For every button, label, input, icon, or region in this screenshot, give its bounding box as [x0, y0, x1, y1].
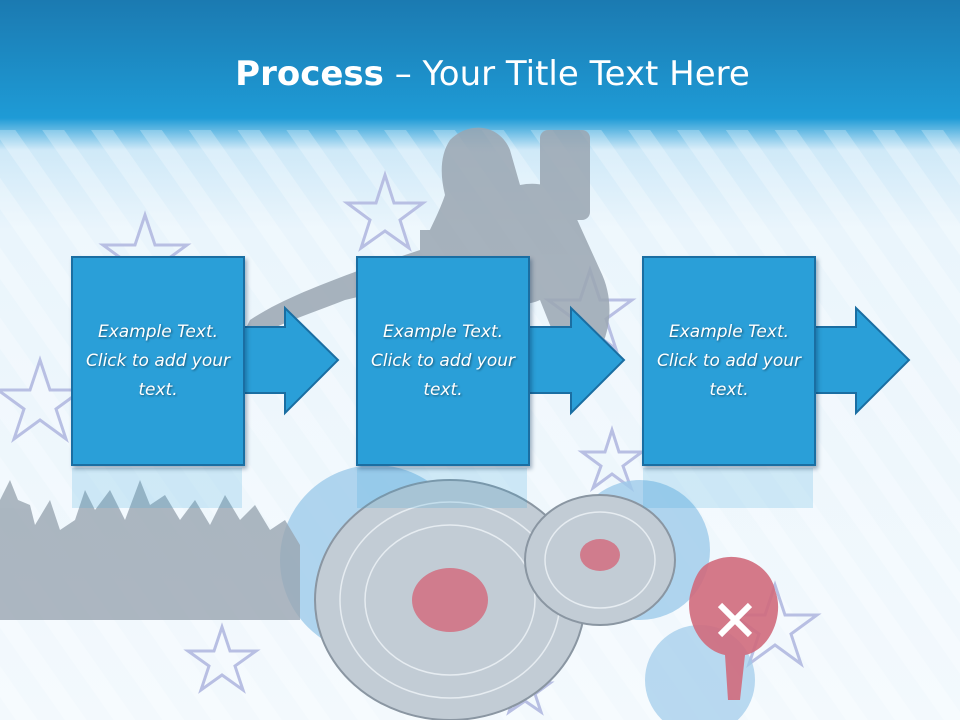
- title-rest: Your Title Text Here: [422, 54, 750, 94]
- title-dash: –: [383, 54, 423, 94]
- process-step-2[interactable]: Example Text. Click to add your text.: [356, 256, 530, 466]
- step-1-text: Example Text. Click to add your text.: [85, 321, 230, 400]
- arrow-right-icon: [517, 305, 626, 416]
- process-step-3[interactable]: Example Text. Click to add your text.: [642, 256, 816, 466]
- process-step-1[interactable]: Example Text. Click to add your text.: [71, 256, 245, 466]
- slide-title[interactable]: Process – Your Title Text Here: [0, 52, 960, 96]
- arrow-right-icon: [231, 305, 340, 416]
- arrow-right-icon: [802, 305, 911, 416]
- step-2-text: Example Text. Click to add your text.: [370, 321, 515, 400]
- title-bold-word: Process: [235, 54, 384, 94]
- step-3-text: Example Text. Click to add your text.: [656, 321, 801, 400]
